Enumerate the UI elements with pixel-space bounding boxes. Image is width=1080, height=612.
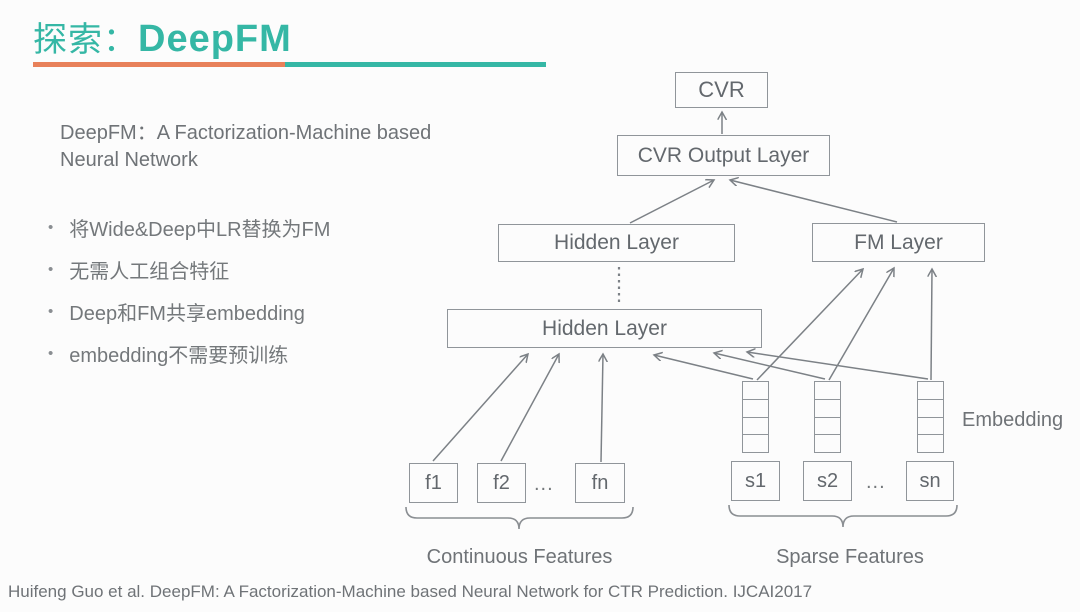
- bullet-item-1: 将Wide&Deep中LR替换为FM: [48, 217, 330, 241]
- continuous-features-label: Continuous Features: [426, 546, 613, 568]
- embedding-cell: [743, 418, 768, 436]
- title-underline: [33, 62, 546, 67]
- citation: Huifeng Guo et al. DeepFM: A Factorizati…: [8, 582, 813, 601]
- embedding-cell: [815, 418, 840, 436]
- node-s1: s1: [731, 461, 780, 501]
- embedding-stack-s2: [814, 381, 841, 453]
- arrow-hidden-to-cvroutput: [629, 180, 714, 224]
- arrow-fm-to-cvroutput: [730, 180, 898, 223]
- arrow-f2-to-hidden: [500, 354, 559, 462]
- node-fn: fn: [575, 463, 625, 503]
- bullet-list: 将Wide&Deep中LR替换为FM 无需人工组合特征 Deep和FM共享emb…: [48, 217, 330, 385]
- node-f2: f2: [477, 463, 526, 503]
- brace-group: [405, 504, 958, 530]
- subtitle-line-1: DeepFM：A Factorization-Machine based: [60, 122, 432, 144]
- subtitle: DeepFM：A Factorization-Machine based Neu…: [60, 120, 431, 174]
- continuous-ellipsis: ...: [534, 473, 554, 495]
- embedding-cell: [918, 400, 943, 418]
- embedding-cell: [743, 400, 768, 418]
- arrow-f1-to-hidden: [432, 354, 528, 462]
- embedding-stack-s1: [742, 381, 769, 453]
- sparse-features-brace: [728, 504, 958, 528]
- embedding-label: Embedding: [962, 409, 1064, 431]
- arrow-fn-to-hidden: [601, 354, 603, 463]
- embedding-cell: [743, 382, 768, 400]
- node-cvr-output-layer: CVR Output Layer: [617, 135, 830, 176]
- arrow-embedding3-to-fm: [931, 269, 932, 381]
- embedding-stack-sn: [917, 381, 944, 453]
- continuous-features-brace: [405, 506, 634, 530]
- embedding-cell: [918, 435, 943, 452]
- page-title: 探索：DeepFM: [33, 12, 292, 61]
- bullet-item-3: Deep和FM共享embedding: [48, 301, 330, 325]
- node-cvr: CVR: [675, 72, 768, 108]
- arrow-embedding2-to-hidden: [714, 353, 826, 380]
- embedding-cell: [815, 382, 840, 400]
- embedding-cell: [815, 400, 840, 418]
- embedding-cell: [918, 382, 943, 400]
- arrow-embedding3-to-hidden: [747, 352, 929, 380]
- sparse-ellipsis: ...: [866, 471, 886, 493]
- arrow-embedding1-to-fm: [756, 269, 863, 381]
- node-hidden-layer-top: Hidden Layer: [498, 224, 735, 262]
- node-fm-layer: FM Layer: [812, 223, 985, 262]
- node-s2: s2: [803, 461, 852, 501]
- embedding-cell: [815, 435, 840, 452]
- node-hidden-layer-bottom: Hidden Layer: [447, 309, 762, 348]
- bullet-item-4: embedding不需要预训练: [48, 343, 330, 367]
- page-title-prefix: 探索：: [33, 21, 138, 59]
- arrow-embedding2-to-fm: [828, 268, 894, 381]
- page-title-main: DeepFM: [138, 18, 292, 60]
- subtitle-line-2: Neural Network: [60, 149, 198, 171]
- bullet-item-2: 无需人工组合特征: [48, 259, 330, 283]
- arrow-embedding1-to-hidden: [654, 355, 754, 380]
- embedding-cell: [743, 435, 768, 452]
- embedding-cell: [918, 418, 943, 436]
- node-f1: f1: [409, 463, 458, 503]
- title-underline-teal-segment: [285, 62, 546, 67]
- title-underline-orange-segment: [33, 62, 285, 67]
- sparse-features-label: Sparse Features: [776, 546, 924, 568]
- node-sn: sn: [906, 461, 954, 501]
